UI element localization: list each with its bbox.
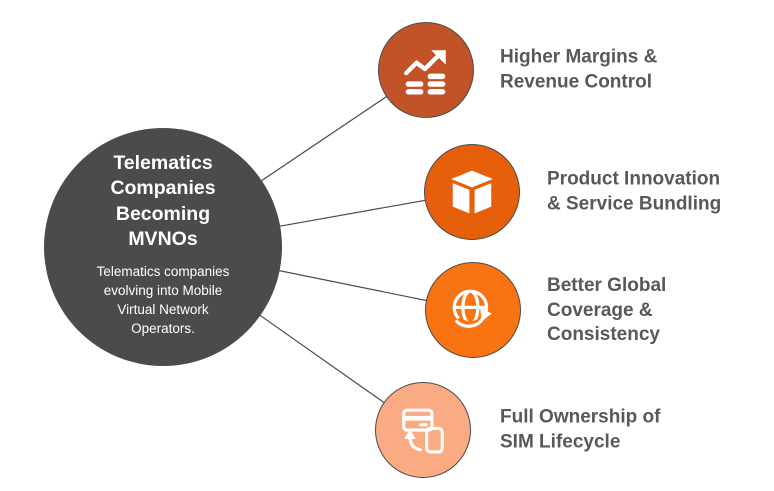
globe-refresh-icon <box>452 289 492 331</box>
central-hub-circle: Telematics Companies Becoming MVNOs Tele… <box>44 128 282 366</box>
node-global-coverage-bubble <box>425 262 521 358</box>
node-global-coverage-label: Better Global Coverage & Consistency <box>547 274 667 346</box>
node-higher-margins-bubble <box>378 22 474 118</box>
node-higher-margins-label: Higher Margins & Revenue Control <box>500 46 658 92</box>
sim-lifecycle-icon <box>402 408 444 454</box>
node-product-innovation-label: Product Innovation & Service Bundling <box>547 168 722 214</box>
node-product-innovation-bubble <box>424 144 520 240</box>
cube-icon <box>451 170 493 214</box>
hub-subtitle: Telematics companies evolving into Mobil… <box>96 264 230 337</box>
node-sim-lifecycle-bubble <box>375 382 471 478</box>
hub-title: Telematics Companies Becoming MVNOs <box>110 152 216 251</box>
growth-chart-icon <box>404 50 446 95</box>
node-sim-lifecycle-label: Full Ownership of SIM Lifecycle <box>500 406 661 452</box>
